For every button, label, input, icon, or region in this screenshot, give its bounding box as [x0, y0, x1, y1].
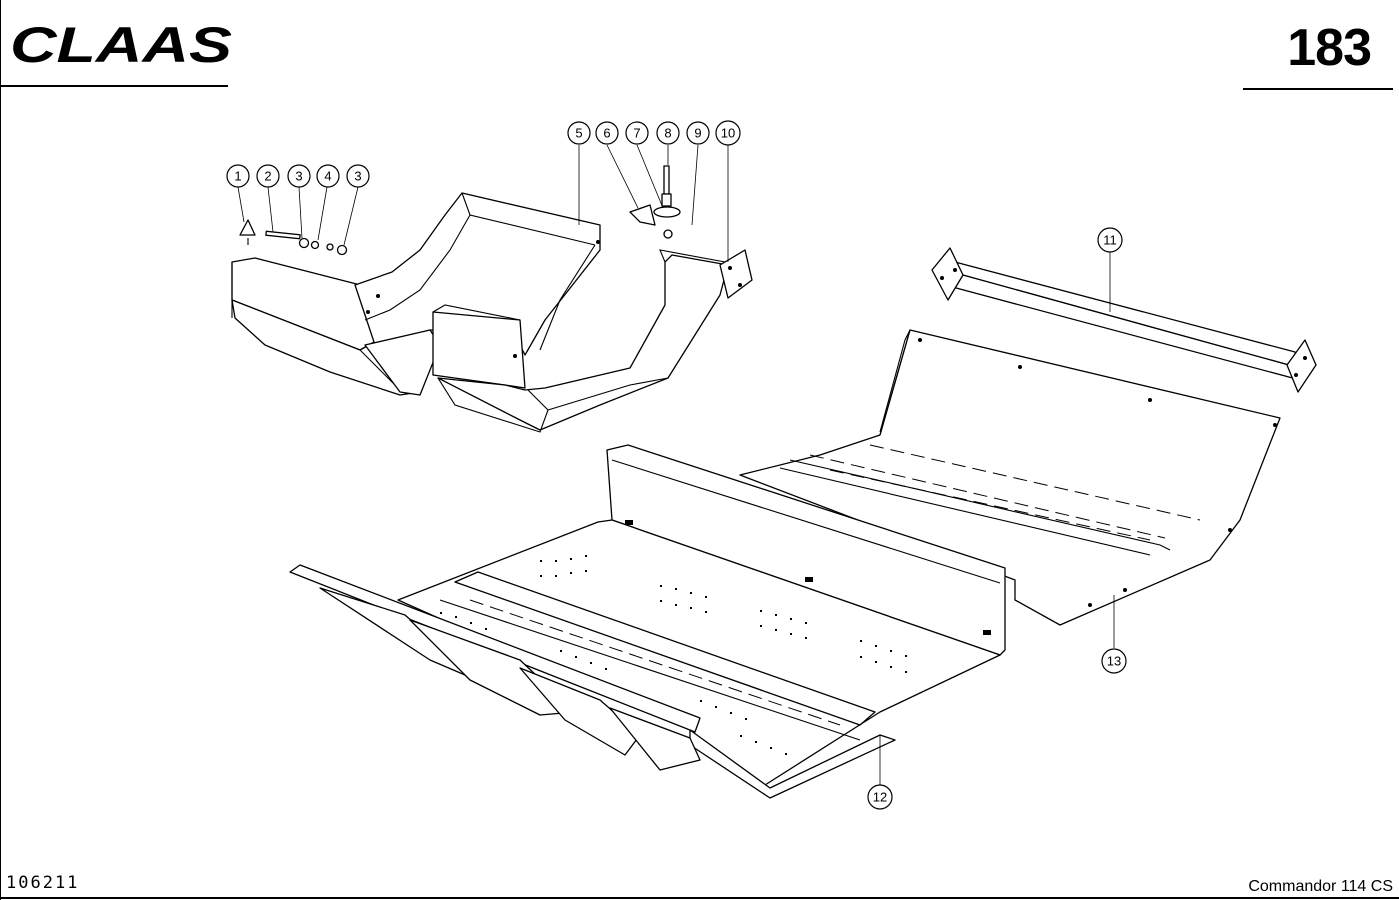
svg-text:5: 5: [575, 126, 582, 141]
claas-logo: CLAAS: [10, 20, 232, 70]
nut-3a: [298, 237, 310, 249]
callout-10: 10: [715, 120, 741, 146]
svg-text:7: 7: [633, 126, 640, 141]
fastener-1: [239, 219, 256, 236]
guard-assembly: [231, 192, 753, 433]
svg-text:3: 3: [295, 169, 302, 184]
washer-4: [310, 240, 320, 250]
bolt-8: [663, 165, 670, 195]
svg-text:12: 12: [873, 790, 887, 805]
page-number: 183: [1287, 19, 1372, 77]
svg-text:6: 6: [603, 126, 610, 141]
callout-3a: 3: [287, 164, 311, 188]
callout-8: 8: [656, 121, 680, 145]
nut-9: [663, 229, 673, 239]
svg-text:11: 11: [1103, 233, 1117, 248]
fasteners: [239, 165, 681, 256]
pin-2: [265, 230, 301, 240]
header-rule-right: [1243, 88, 1393, 90]
callout-3b: 3: [346, 164, 370, 188]
cross-beam: [931, 247, 1317, 393]
callout-4: 4: [316, 164, 340, 188]
svg-text:3: 3: [354, 169, 361, 184]
callout-2: 2: [256, 164, 280, 188]
callout-13: 13: [1101, 648, 1127, 674]
leader-lines: [237, 144, 1115, 785]
svg-text:13: 13: [1107, 654, 1121, 669]
svg-text:2: 2: [264, 169, 271, 184]
callout-6: 6: [595, 121, 619, 145]
callout-9: 9: [686, 121, 710, 145]
svg-text:9: 9: [694, 126, 701, 141]
svg-text:4: 4: [324, 169, 331, 184]
header-rule-left: [0, 85, 228, 87]
washer-4b: [326, 243, 334, 251]
clip-6: [629, 204, 656, 226]
svg-text:10: 10: [721, 126, 735, 141]
plate-7: [653, 206, 681, 218]
floor-panel-12: [289, 444, 1006, 799]
perforations: [440, 555, 907, 755]
drawing-id: 106211: [6, 873, 80, 893]
bolt-8-head: [661, 193, 672, 207]
svg-text:8: 8: [664, 126, 671, 141]
callout-7: 7: [625, 121, 649, 145]
callout-12: 12: [867, 784, 893, 810]
floor-panel-13: [739, 329, 1281, 626]
callout-1: 1: [226, 164, 250, 188]
callout-5: 5: [567, 121, 591, 145]
footer-rule: [0, 897, 1399, 899]
callout-11: 11: [1097, 227, 1123, 253]
model-name: Commandor 114 CS: [1248, 878, 1393, 895]
svg-text:1: 1: [234, 169, 241, 184]
svg-text:CLAAS: CLAAS: [10, 20, 232, 70]
nut-3b: [336, 244, 348, 256]
